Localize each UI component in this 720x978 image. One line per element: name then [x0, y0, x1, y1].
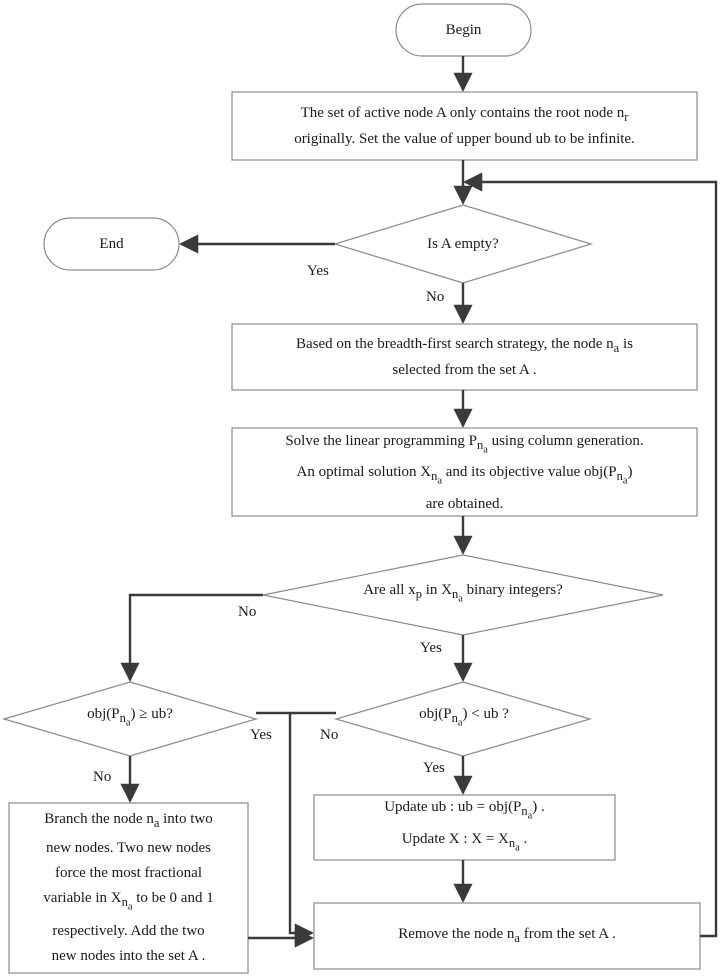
init-process-box — [231, 91, 698, 161]
begin-text: Begin — [396, 4, 531, 56]
update-text: Update ub : ub = obj(Pna) . Update X : X… — [314, 795, 615, 860]
begin-label: Begin — [445, 22, 482, 38]
update-line2: Update X : X = Xna . — [401, 830, 528, 854]
branch-line5: respectively. Add the two — [52, 923, 205, 940]
branch-line1: Branch the node na into two — [44, 810, 213, 830]
branch-line4: variable in Xna to be 0 and 1 — [43, 889, 214, 913]
select-process-box — [231, 323, 698, 391]
is-empty-text: Is A empty? — [380, 233, 546, 255]
label-no-empty: No — [426, 289, 445, 305]
init-line2: originally. Set the value of upper bound… — [294, 131, 635, 147]
solve-process-box — [231, 427, 698, 517]
branch-line3: force the most fractional — [54, 864, 203, 881]
branch-line6: new nodes into the set A . — [51, 948, 206, 965]
edge-loop-back — [463, 172, 718, 938]
init-line1: The set of active node A only contains t… — [300, 105, 629, 124]
end-terminator — [43, 217, 180, 271]
branch-text: Branch the node na into two new nodes. T… — [9, 803, 248, 973]
update-process-box — [313, 794, 616, 861]
remove-process-box — [313, 902, 701, 970]
update-line1: Update ub : ub = obj(Pna) . — [384, 799, 545, 822]
solve-line1: Solve the linear programming Pna using c… — [285, 432, 644, 456]
is-empty-label: Is A empty? — [427, 236, 499, 252]
select-line2: selected from the set A . — [392, 362, 537, 378]
end-label: End — [99, 236, 124, 252]
solve-line3: are obtained. — [425, 495, 504, 512]
solve-text: Solve the linear programming Pna using c… — [232, 428, 697, 516]
binary-check-text: Are all xp in Xna binary integers? — [363, 582, 563, 605]
select-line1: Based on the breadth-first search strate… — [296, 336, 633, 355]
select-text: Based on the breadth-first search strate… — [232, 324, 697, 390]
label-yes-empty: Yes — [307, 263, 329, 279]
init-text: The set of active node A only contains t… — [232, 92, 697, 160]
label-no-binary: No — [238, 604, 257, 620]
label-yes-lt: Yes — [423, 760, 445, 776]
branch-process-box — [8, 802, 249, 974]
label-yes-ge: Yes — [250, 727, 272, 743]
branch-line2: new nodes. Two new nodes — [46, 839, 211, 856]
label-no-lt: No — [320, 727, 339, 743]
obj-lt-ub-text: obj(Pna) < ub ? — [419, 706, 509, 729]
label-yes-binary: Yes — [420, 640, 442, 656]
end-text: End — [44, 218, 179, 270]
edge-binary-ge — [120, 593, 263, 682]
obj-ge-ub-text: obj(Pna) ≥ ub? — [87, 706, 173, 729]
edge-ge-remove — [256, 711, 314, 943]
remove-text: Remove the node na from the set A . — [398, 926, 616, 945]
solve-line2: An optimal solution Xna and its objectiv… — [296, 464, 633, 487]
label-no-ge: No — [93, 769, 112, 785]
